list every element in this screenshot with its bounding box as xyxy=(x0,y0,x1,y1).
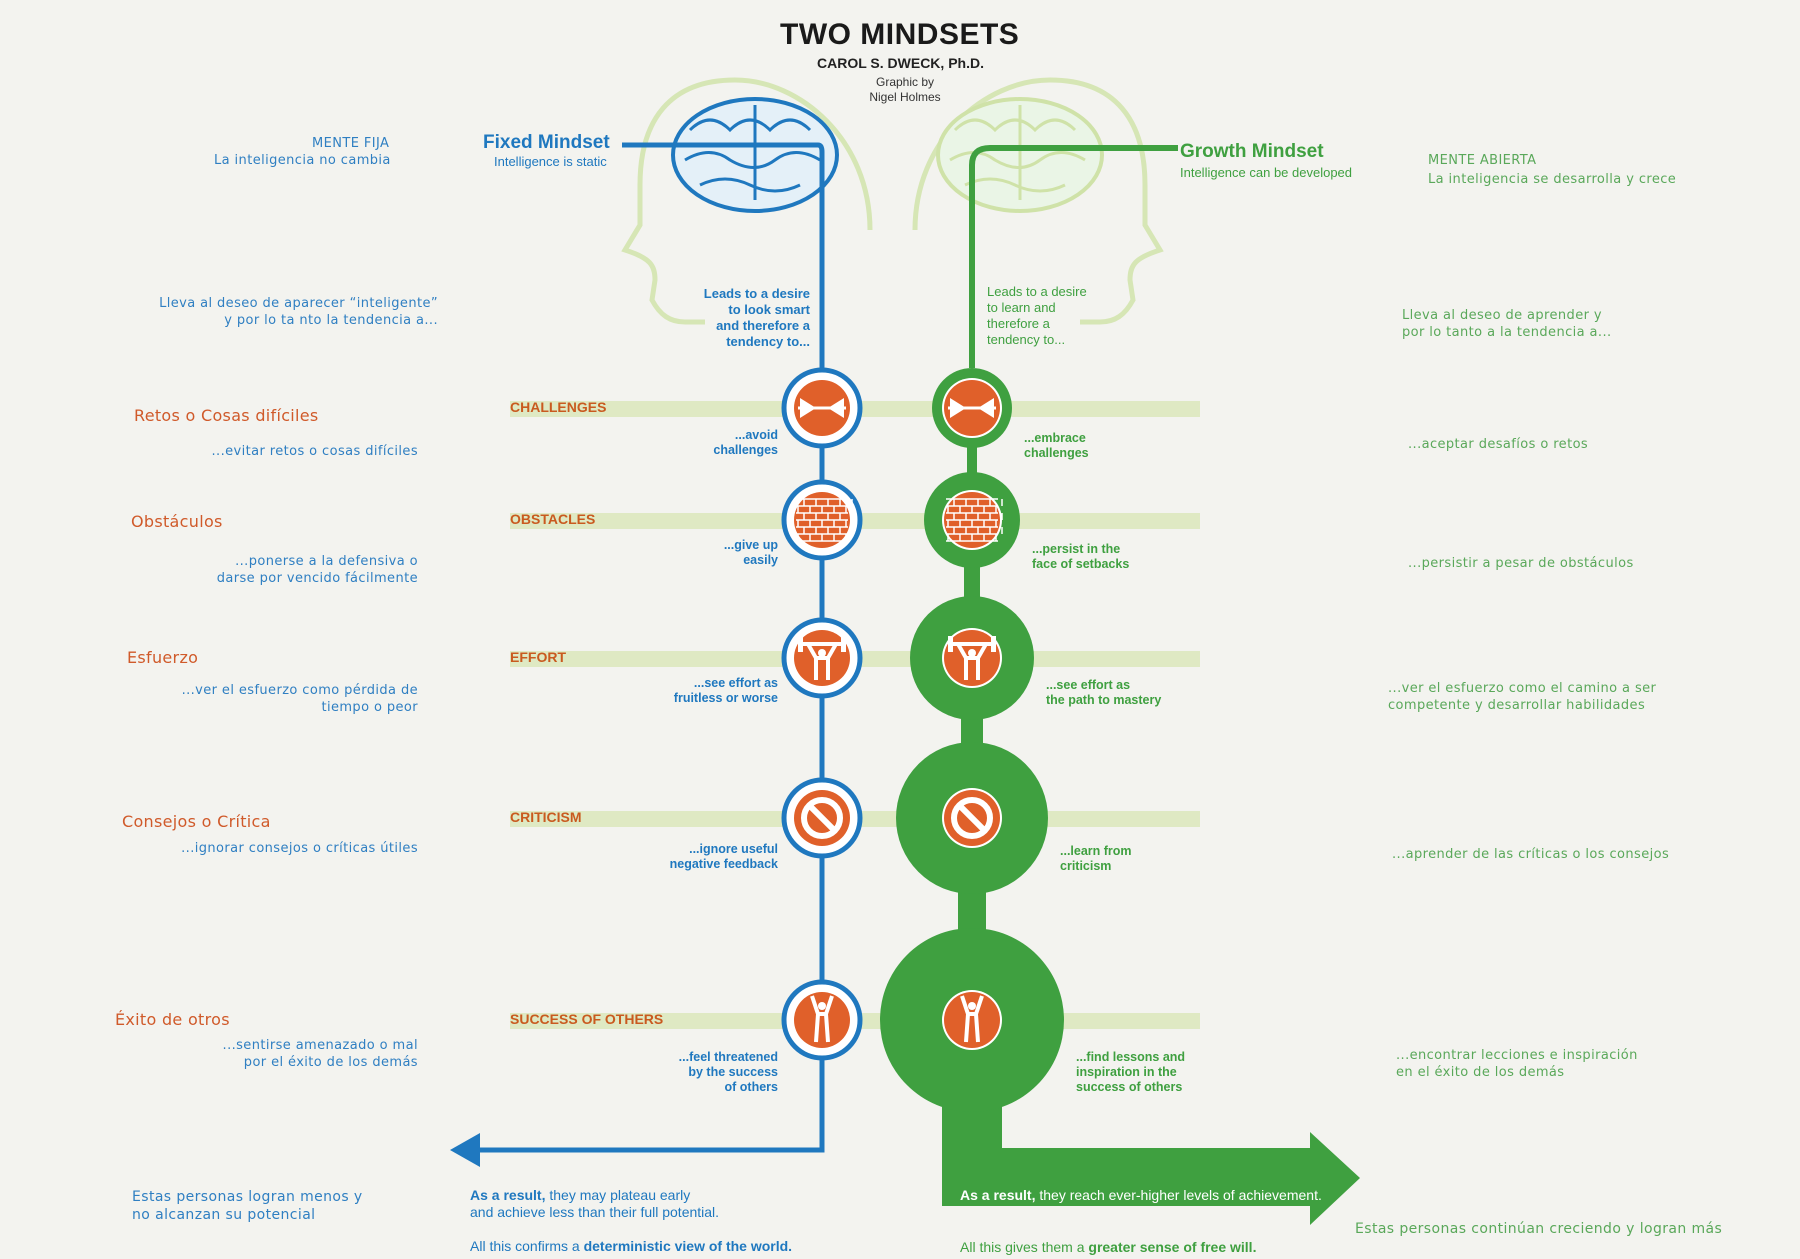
growth-desire-es: Lleva al deseo de aprender y por lo tant… xyxy=(1402,308,1612,340)
fixed-response-text: ...give up easily xyxy=(723,538,778,567)
growth-response-text: ...persist in the face of setbacks xyxy=(1032,542,1130,571)
category-es-label: Esfuerzo xyxy=(127,648,199,667)
author-line: CAROL S. DWECK, Ph.D. xyxy=(817,55,984,71)
fixed-desire-text: Leads to a desire to look smart and ther… xyxy=(703,286,810,349)
growth-spine-segment xyxy=(958,890,986,932)
fixed-confirm-bold: deterministic view of the world. xyxy=(583,1238,793,1254)
growth-result-es: Estas personas continúan creciendo y log… xyxy=(1355,1221,1723,1237)
arrows-in-icon xyxy=(794,380,850,436)
growth-response-es: ...ver el esfuerzo como el camino a ser … xyxy=(1388,681,1657,713)
fixed-mindset-subtitle: Intelligence is static xyxy=(494,154,607,169)
fixed-response-es: ...ignorar consejos o críticas útiles xyxy=(181,841,418,856)
fixed-response-text: ...see effort as fruitless or worse xyxy=(673,676,778,705)
growth-response-es: ...aceptar desafíos o retos xyxy=(1408,437,1589,452)
category-icons xyxy=(794,380,1003,1048)
category-es-label: Obstáculos xyxy=(131,512,223,531)
growth-result-text: As a result, they reach ever-higher leve… xyxy=(960,1171,1322,1203)
page-title: TWO MINDSETS xyxy=(780,18,1020,51)
fixed-result-rest: they may plateau early and achieve less … xyxy=(470,1187,720,1220)
fixed-result-bold: As a result, xyxy=(470,1187,546,1203)
growth-result-arrow xyxy=(942,1080,1360,1225)
category-label: SUCCESS OF OTHERS xyxy=(510,1011,664,1027)
category-label: CRITICISM xyxy=(510,809,582,825)
fixed-response-es: ...ponerse a la defensiva o darse por ve… xyxy=(216,554,418,586)
fixed-result-arrowhead xyxy=(450,1133,480,1167)
fixed-result-text: As a result, they may plateau early and … xyxy=(470,1170,770,1221)
growth-desire-text: Leads to a desire to learn and therefore… xyxy=(987,284,1087,347)
category-label: OBSTACLES xyxy=(510,511,596,527)
growth-es-title: MENTE ABIERTA xyxy=(1428,153,1537,168)
growth-response-text: ...find lessons and inspiration in the s… xyxy=(1076,1050,1186,1094)
category-bands xyxy=(510,401,1200,1029)
fixed-es-subtitle: La inteligencia no cambia xyxy=(214,153,391,168)
growth-confirm-text: All this gives them a greater sense of f… xyxy=(960,1223,1256,1255)
growth-result-rest: they reach ever-higher levels of achieve… xyxy=(1035,1187,1322,1203)
fixed-result-es: Estas personas logran menos y no alcanza… xyxy=(132,1189,363,1223)
fixed-spine-top xyxy=(622,142,825,368)
growth-response-es: ...persistir a pesar de obstáculos xyxy=(1408,556,1634,571)
growth-mindset-subtitle: Intelligence can be developed xyxy=(1180,165,1353,180)
graphic-credit: Graphic by Nigel Holmes xyxy=(869,75,941,104)
fixed-response-es: ...ver el esfuerzo como pérdida de tiemp… xyxy=(181,683,418,715)
fixed-confirm-pre: All this confirms a xyxy=(470,1238,584,1254)
fixed-confirm-text: All this confirms a deterministic view o… xyxy=(470,1222,792,1254)
growth-response-text: ...learn from criticism xyxy=(1060,844,1132,873)
fixed-brain-icon xyxy=(671,97,839,213)
person-cheering-icon xyxy=(794,992,850,1048)
growth-confirm-bold: greater sense of free will. xyxy=(1088,1239,1257,1255)
person-cheering-icon xyxy=(944,992,1000,1048)
category-label: CHALLENGES xyxy=(510,399,607,415)
brick-wall-icon xyxy=(794,492,853,548)
category-es-label: Éxito de otros xyxy=(115,1010,230,1029)
growth-spine-top xyxy=(969,145,1178,368)
growth-mindset-title: Growth Mindset xyxy=(1180,141,1324,162)
fixed-spine-bottom xyxy=(470,1060,825,1153)
fixed-response-es: ...evitar retos o cosas difíciles xyxy=(211,444,418,459)
fixed-es-title: MENTE FIJA xyxy=(312,136,390,151)
fixed-response-text: ...avoid challenges xyxy=(713,428,778,457)
growth-spine-segment xyxy=(964,564,980,600)
growth-confirm-pre: All this gives them a xyxy=(960,1239,1089,1255)
growth-spine-segment xyxy=(967,444,977,476)
category-es-label: Retos o Cosas difíciles xyxy=(134,406,319,425)
fixed-response-text: ...ignore useful negative feedback xyxy=(669,842,778,871)
category-es-label: Consejos o Crítica xyxy=(122,812,271,831)
fixed-mindset-title: Fixed Mindset xyxy=(483,132,610,153)
growth-result-bold: As a result, xyxy=(960,1187,1036,1203)
growth-response-es: ...encontrar lecciones e inspiración en … xyxy=(1396,1048,1638,1080)
fixed-desire-es: Lleva al deseo de aparecer “inteligente”… xyxy=(159,296,438,328)
no-sign-icon xyxy=(794,790,850,846)
category-label: EFFORT xyxy=(510,649,566,665)
brick-wall-icon xyxy=(944,492,1003,548)
growth-brain-icon xyxy=(936,97,1104,213)
weightlifter-icon xyxy=(794,630,850,686)
fixed-response-text: ...feel threatened by the success of oth… xyxy=(678,1050,778,1094)
growth-spine-segment xyxy=(961,716,983,746)
growth-response-text: ...see effort as the path to mastery xyxy=(1046,678,1162,707)
growth-response-es: ...aprender de las críticas o los consej… xyxy=(1392,847,1670,862)
growth-response-text: ...embrace challenges xyxy=(1024,431,1089,460)
arrows-in-icon xyxy=(944,380,1000,436)
fixed-response-es: ...sentirse amenazado o mal por el éxito… xyxy=(222,1038,418,1070)
fixed-head-outline xyxy=(621,77,873,325)
weightlifter-icon xyxy=(944,630,1000,686)
growth-es-subtitle: La inteligencia se desarrolla y crece xyxy=(1428,172,1677,187)
no-sign-icon xyxy=(944,790,1000,846)
